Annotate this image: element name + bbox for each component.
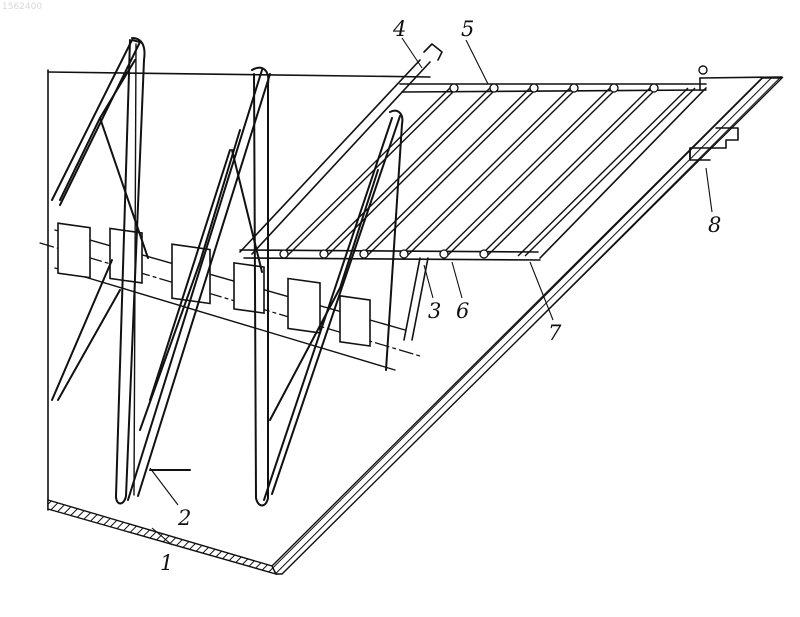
label-8: 8 xyxy=(708,213,721,237)
label-4: 4 xyxy=(392,17,406,41)
label-6: 6 xyxy=(456,299,469,323)
hub-block xyxy=(288,278,320,332)
auger-brace xyxy=(58,290,120,400)
hub-block xyxy=(340,296,370,346)
auger-loop-inner xyxy=(134,44,136,495)
grid-left-rail-inner xyxy=(252,62,430,254)
auger-brace xyxy=(232,150,262,272)
inlet-nozzle xyxy=(424,44,442,60)
housing-top-edge xyxy=(48,72,430,77)
label-3: 3 xyxy=(428,299,441,323)
label-7: 7 xyxy=(548,321,562,345)
auger-brace xyxy=(150,150,230,400)
grid-end-cap xyxy=(699,66,707,74)
label-2: 2 xyxy=(177,506,191,530)
housing-top-rim xyxy=(700,77,782,78)
support-strut xyxy=(404,258,420,340)
watermark-text: 1562400 xyxy=(2,2,42,12)
hub-block xyxy=(58,223,90,277)
label-5: 5 xyxy=(461,17,474,41)
hub-block xyxy=(234,263,264,313)
bottom-header-tube-edge xyxy=(244,258,540,260)
label-1: 1 xyxy=(160,551,173,575)
auger-loop-left-lower xyxy=(52,260,112,400)
ribbon-auger xyxy=(52,38,402,506)
